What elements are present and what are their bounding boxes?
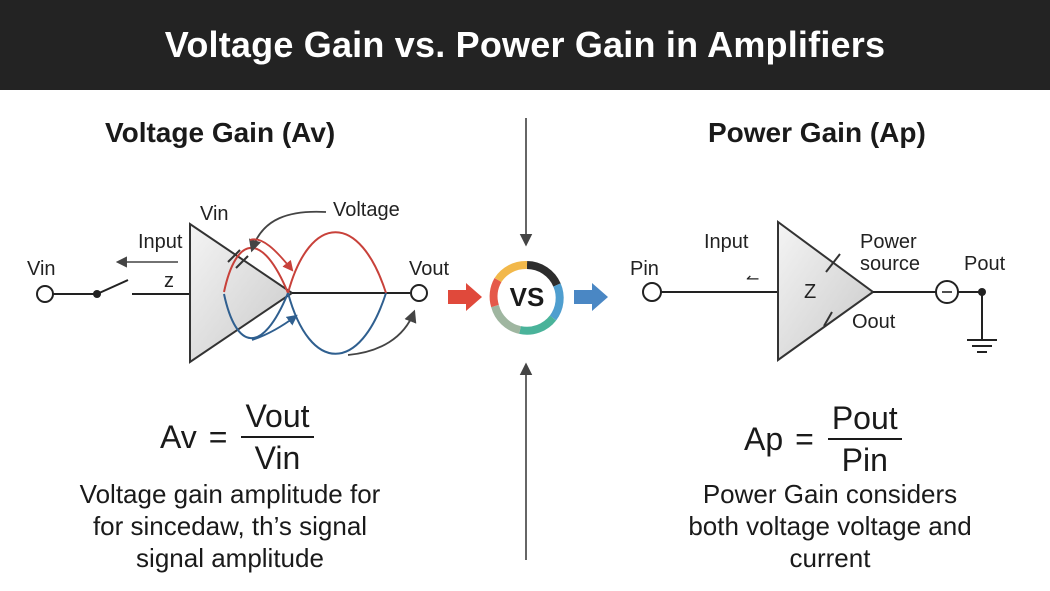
small-arrow-glyph: ↼	[746, 271, 760, 288]
vs-badge: VS	[509, 282, 545, 312]
pin-terminal	[642, 282, 662, 302]
power-gain-circuit	[642, 220, 997, 362]
formula-equals: =	[208, 418, 228, 455]
formula-fraction: Vout Vin	[241, 398, 314, 476]
description-line: both voltage voltage and	[688, 511, 972, 541]
title-banner: Voltage Gain vs. Power Gain in Amplifier…	[0, 0, 1050, 90]
vin-terminal-label: Vin	[27, 258, 56, 280]
page-title: Voltage Gain vs. Power Gain in Amplifier…	[164, 24, 886, 65]
formula-denominator: Pin	[841, 442, 888, 478]
power-amplifier-triangle	[777, 220, 875, 362]
vout-terminal	[410, 284, 428, 302]
z-label-right: Z	[804, 281, 817, 303]
formula-lhs: Av	[160, 418, 197, 455]
formula-lhs: Ap	[744, 420, 784, 457]
blue-gain-arrow	[251, 314, 298, 341]
output-wave-red	[287, 231, 387, 294]
vs-ring	[489, 260, 564, 335]
formula-equals: =	[795, 420, 814, 457]
voltage-gain-heading: Voltage Gain (Av)	[105, 117, 336, 148]
amplifier-triangle	[189, 222, 294, 364]
output-wave-blue	[287, 292, 387, 355]
formula-denominator: Vin	[254, 440, 301, 476]
blue-arrow-icon	[574, 283, 608, 311]
description-line: for sincedaw, th’s signal	[92, 511, 368, 541]
voltage-pointer-arrow	[249, 210, 327, 253]
pin-label: Pin	[630, 258, 659, 280]
z-label: z	[164, 270, 174, 292]
vout-pointer-arrow	[347, 309, 417, 356]
vout-label: Vout	[409, 258, 450, 280]
input-label-right: Input	[704, 231, 749, 253]
description-line: Voltage gain amplitude for	[79, 479, 381, 509]
red-gain-arrow	[249, 238, 294, 272]
voltage-label: Voltage	[333, 199, 400, 221]
power-gain-formula: Ap = Pout Pin	[744, 400, 902, 478]
vin-terminal	[36, 285, 54, 303]
input-label: Input	[138, 231, 183, 253]
red-arrow-icon	[448, 283, 482, 311]
power-gain-heading: Power Gain (Ap)	[708, 117, 926, 148]
pout-label: Pout	[964, 253, 1006, 275]
formula-numerator: Vout	[241, 398, 314, 438]
vin-top-label: Vin	[200, 203, 229, 225]
description-line: Power Gain considers	[702, 479, 958, 509]
power-source-line-2: source	[860, 253, 921, 275]
center-divider	[448, 118, 608, 560]
power-gain-description: Power Gain considers both voltage voltag…	[630, 478, 1030, 574]
voltage-gain-formula: Av = Vout Vin	[160, 398, 314, 476]
input-switch	[96, 279, 129, 295]
voltage-gain-description: Voltage gain amplitude for for sincedaw,…	[30, 478, 430, 574]
voltage-gain-circuit	[36, 210, 428, 364]
oout-label: Oout	[852, 311, 896, 333]
power-source-line-1: Power	[860, 231, 917, 253]
formula-fraction: Pout Pin	[827, 400, 902, 478]
description-line: signal amplitude	[136, 543, 324, 573]
formula-numerator: Pout	[827, 400, 902, 440]
ground-icon	[967, 339, 997, 353]
power-source-label: Power source	[860, 231, 920, 275]
input-wave-blue	[223, 292, 289, 340]
description-line: current	[789, 543, 871, 573]
